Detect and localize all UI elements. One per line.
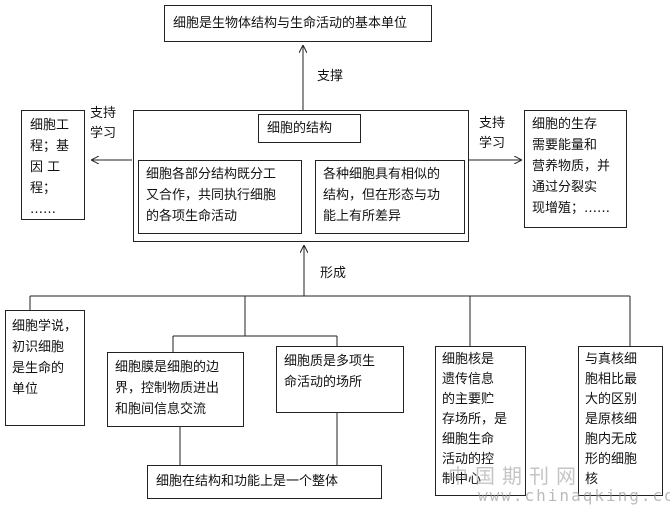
cell-theory-box: 细胞学说， 初识细胞 是生命的 单位	[5, 310, 85, 426]
watermark-cn: 中国期刊网	[448, 464, 583, 488]
label-support-up: 支撑	[317, 69, 344, 84]
prokaryote-box: 与真核细 胞相比最 大的区别 是原核细 胞内无成 形的细胞 核	[578, 346, 663, 496]
structure-cooperation-box: 细胞各部分结构既分工 又合作，共同执行细胞 的各项生命活动	[138, 160, 302, 234]
cell-whole-box: 细胞在结构和功能上是一个整体	[147, 465, 382, 499]
structure-diversity-box: 各种细胞具有相似的 结构，但在形态与功 能上有所差异	[315, 160, 465, 234]
cytoplasm-box: 细胞质是多项生 命活动的场所	[276, 346, 404, 413]
label-form: 形成	[320, 266, 347, 281]
top-box: 细胞是生物体结构与生命活动的基本单位	[164, 5, 432, 42]
label-support-right: 支持 学习	[479, 116, 506, 151]
watermark-url: www.chinaqking.com	[478, 486, 670, 505]
cell-membrane-box: 细胞膜是细胞的边 界，控制物质进出 和胞间信息交流	[107, 352, 244, 427]
label-support-left: 支持 学习	[90, 106, 117, 141]
nucleus-box: 细胞核是 遗传信息 的主要贮 存场所，是 细胞生命 活动的控 制中心	[435, 346, 526, 496]
cell-structure-title: 细胞的结构	[258, 114, 361, 143]
left-application-box: 细胞工 程；基 因 工 程； ……	[21, 110, 85, 220]
right-application-box: 细胞的生存 需要能量和 营养物质，并 通过分裂实 现增殖；……	[524, 110, 627, 228]
